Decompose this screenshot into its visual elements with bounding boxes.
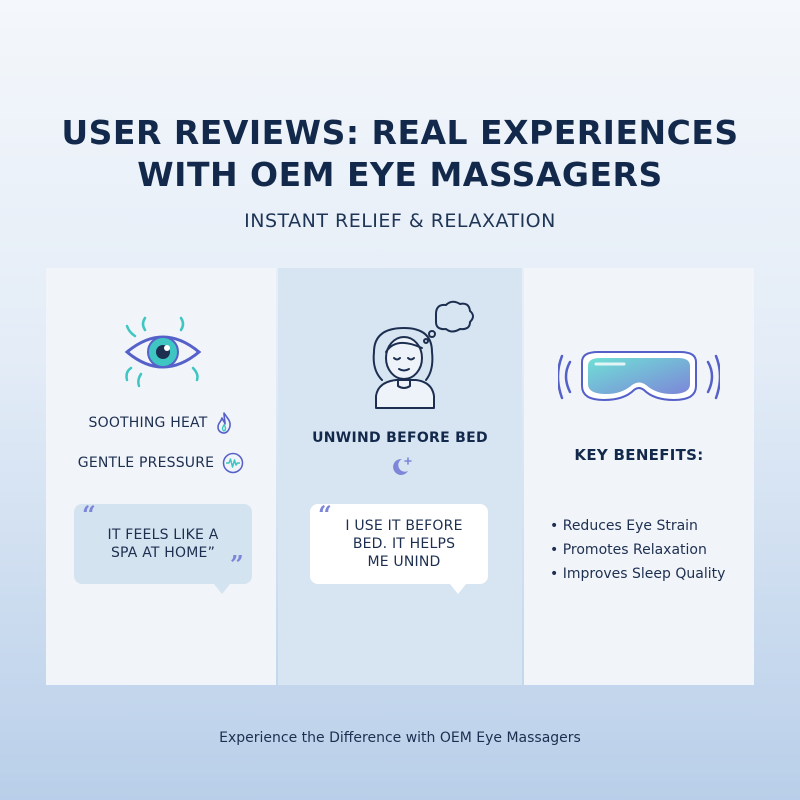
- eye-icon: [124, 316, 202, 388]
- benefits-list: Reduces Eye Strain Promotes Relaxation I…: [550, 514, 726, 586]
- footer-tagline: Experience the Difference with OEM Eye M…: [219, 730, 581, 746]
- quote-line: BED. IT HELPS: [352, 536, 456, 552]
- key-benefits-heading: KEY BENEFITS:: [574, 446, 704, 464]
- feature-label: SOOTHING HEAT: [88, 415, 208, 431]
- feature-soothing-heat: SOOTHING HEAT: [46, 412, 276, 434]
- left-panel: SOOTHING HEAT GENTLE PRESSURE “ IT FEELS…: [46, 268, 276, 685]
- close-quote-icon: ”: [229, 550, 244, 579]
- benefit-item: Promotes Relaxation: [550, 538, 725, 562]
- pressure-wave-icon: [222, 452, 244, 474]
- quote-bubble-middle: “ I USE IT BEFORE BED. IT HELPS ME UNIND: [310, 500, 488, 594]
- title-line-1: USER REVIEWS: REAL EXPERIENCES: [61, 113, 739, 152]
- benefit-item: Improves Sleep Quality: [550, 562, 726, 586]
- feature-gentle-pressure: GENTLE PRESSURE: [46, 452, 276, 474]
- quote-line: I USE IT BEFORE: [345, 518, 463, 534]
- eye-massager-mask-icon: [558, 351, 720, 402]
- quote-line: SPA AT HOME”: [110, 545, 216, 561]
- quote-bubble-left: “ IT FEELS LIKE A SPA AT HOME” ”: [74, 500, 252, 594]
- person-thought-icon: [372, 300, 474, 409]
- middle-panel: UNWIND BEFORE BED “ I USE IT BEFORE BED.…: [278, 268, 522, 685]
- flame-icon: [217, 412, 232, 434]
- quote-text: I USE IT BEFORE BED. IT HELPS ME UNIND: [320, 517, 488, 571]
- moon-star-icon: [393, 457, 412, 475]
- title-line-2: WITH OEM EYE MASSAGERS: [137, 155, 663, 194]
- page-title: USER REVIEWS: REAL EXPERIENCES WITH OEM …: [0, 112, 800, 196]
- quote-line: IT FEELS LIKE A: [107, 527, 219, 543]
- bubble-tail: [214, 584, 230, 594]
- open-quote-icon: “: [318, 500, 333, 529]
- quote-text: IT FEELS LIKE A SPA AT HOME”: [74, 526, 252, 562]
- bubble-tail: [450, 584, 466, 594]
- page-subtitle: INSTANT RELIEF & RELAXATION: [244, 210, 556, 232]
- open-quote-icon: “: [82, 500, 97, 529]
- quote-line: ME UNIND: [367, 554, 441, 570]
- unwind-heading: UNWIND BEFORE BED: [312, 430, 488, 446]
- benefit-item: Reduces Eye Strain: [550, 514, 725, 538]
- right-panel: KEY BENEFITS: Reduces Eye Strain Promote…: [524, 268, 754, 685]
- feature-label: GENTLE PRESSURE: [77, 455, 215, 471]
